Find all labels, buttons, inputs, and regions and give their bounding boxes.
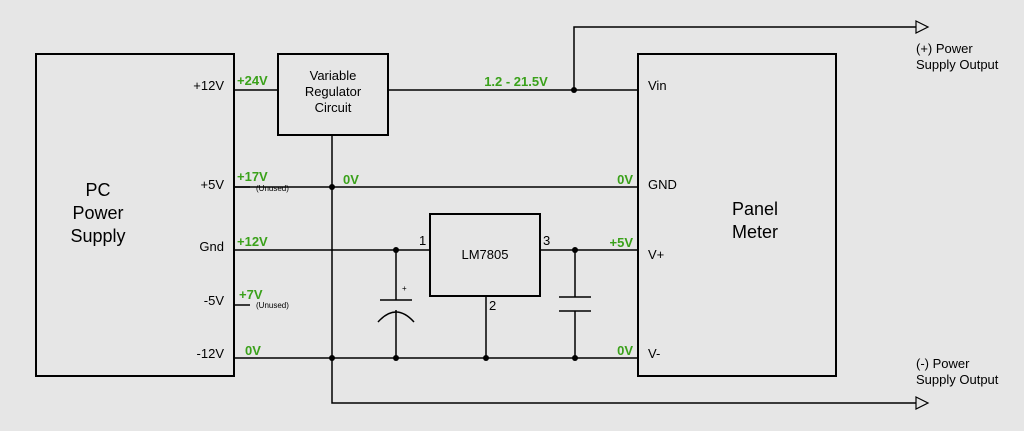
meter-pin-gnd: GND [648, 177, 677, 192]
electrolytic-capacitor [377, 299, 415, 323]
voltage-0v-left: 0V [245, 343, 261, 358]
regulator-line-1: Variable [310, 68, 357, 83]
psu-pin-gnd: Gnd [199, 239, 224, 254]
psu-pin-plus5: +5V [201, 177, 225, 192]
regulator-line-2: Regulator [305, 84, 362, 99]
unused-label-7v: (Unused) [256, 301, 289, 310]
wires [234, 26, 916, 404]
junction-dots [329, 87, 578, 361]
pc-power-supply-box [35, 53, 235, 377]
voltage-0v-meter-vminus: 0V [617, 343, 633, 358]
negative-output-line-2: Supply Output [916, 372, 999, 387]
positive-output-line-2: Supply Output [916, 57, 999, 72]
voltage-plus17: +17V [237, 169, 268, 184]
lm7805-pin-1: 1 [419, 233, 426, 248]
voltage-output-range: 1.2 - 21.5V [484, 74, 548, 89]
regulator-line-3: Circuit [315, 100, 352, 115]
unused-label-17v: (Unused) [256, 184, 289, 193]
lm7805-pin-2: 2 [489, 298, 496, 313]
voltage-plus7: +7V [239, 287, 263, 302]
voltage-0v-meter-gnd: 0V [617, 172, 633, 187]
negative-output-line-1: (-) Power [916, 356, 970, 371]
psu-pin-minus5: -5V [204, 293, 225, 308]
meter-pin-vminus: V- [648, 346, 660, 361]
voltage-plus12: +12V [237, 234, 268, 249]
ceramic-capacitor [559, 296, 591, 312]
panel-meter-box [637, 53, 837, 377]
psu-title-line-3: Supply [70, 226, 125, 246]
meter-title-line-2: Meter [732, 222, 778, 242]
positive-output-line-1: (+) Power [916, 41, 973, 56]
cap-plus-label: + [402, 284, 407, 293]
voltage-plus24: +24V [237, 73, 268, 88]
meter-pin-vplus: V+ [648, 247, 664, 262]
lm7805-box [429, 213, 541, 297]
voltage-plus5: +5V [610, 235, 634, 250]
psu-pin-minus12: -12V [197, 346, 225, 361]
meter-pin-vin: Vin [648, 78, 667, 93]
psu-title-line-2: Power [72, 203, 123, 223]
variable-regulator-box [277, 53, 389, 136]
psu-title-line-1: PC [85, 180, 110, 200]
voltage-0v-mid: 0V [343, 172, 359, 187]
lm7805-label: LM7805 [462, 247, 509, 262]
psu-pin-plus12: +12V [193, 78, 224, 93]
negative-output-arrow-icon [915, 396, 930, 410]
positive-output-arrow-icon [915, 20, 930, 34]
meter-title-line-1: Panel [732, 199, 778, 219]
lm7805-pin-3: 3 [543, 233, 550, 248]
